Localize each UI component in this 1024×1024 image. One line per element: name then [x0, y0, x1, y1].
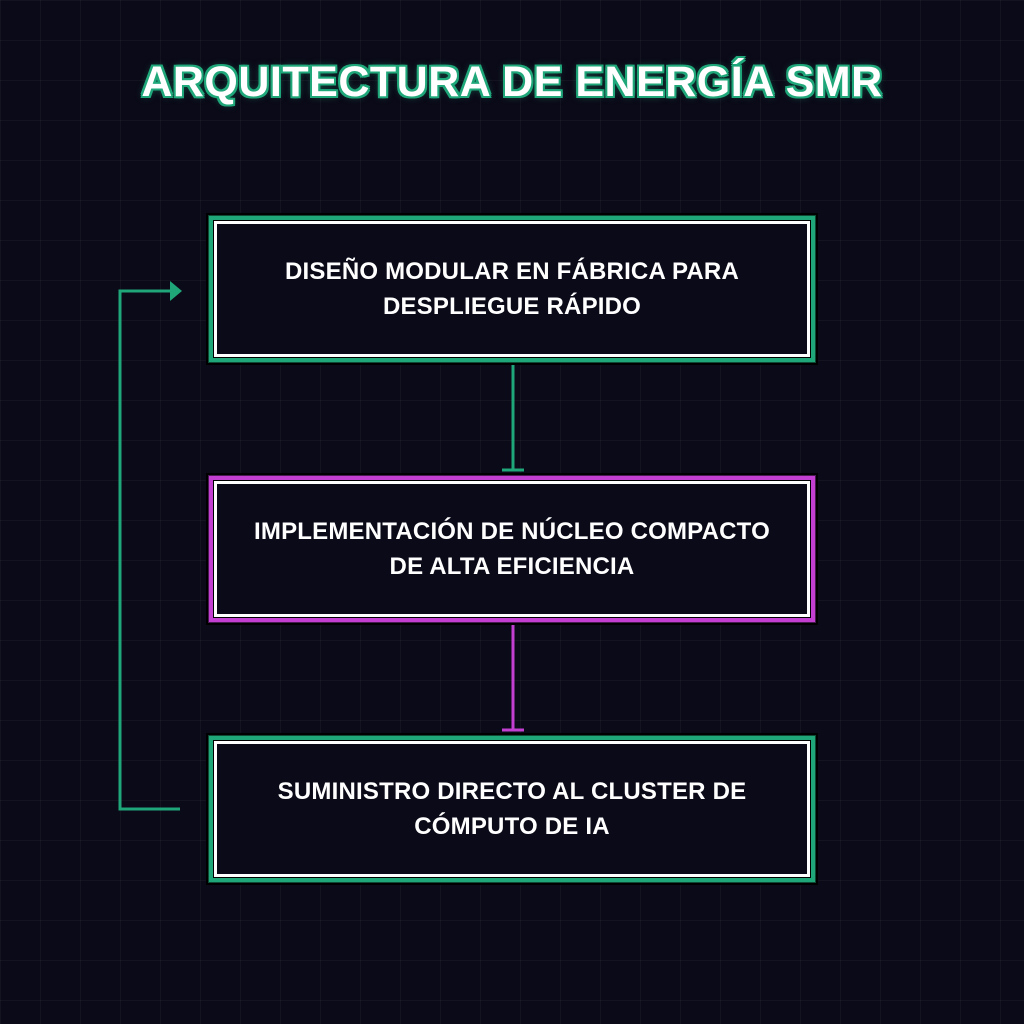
node-modular-design-box: DISEÑO MODULAR EN FÁBRICA PARA DESPLIEGU… — [214, 221, 810, 357]
node-direct-supply-line1: SUMINISTRO DIRECTO AL CLUSTER DE — [277, 778, 747, 805]
diagram-title: ARQUITECTURA DE ENERGÍA SMR — [141, 58, 883, 106]
edge-loop-back — [118, 289, 180, 811]
node-compact-core-label: IMPLEMENTACIÓN DE NÚCLEO COMPACTO DE ALT… — [240, 514, 784, 584]
loop-back-arrowhead — [170, 281, 182, 301]
node-compact-core: IMPLEMENTACIÓN DE NÚCLEO COMPACTO DE ALT… — [208, 475, 816, 623]
node-modular-design-line1: DISEÑO MODULAR EN FÁBRICA PARA — [285, 258, 739, 285]
node-compact-core-line2: DE ALTA EFICIENCIA — [389, 553, 635, 580]
node-direct-supply-box: SUMINISTRO DIRECTO AL CLUSTER DE CÓMPUTO… — [214, 741, 810, 877]
node-direct-supply: SUMINISTRO DIRECTO AL CLUSTER DE CÓMPUTO… — [208, 735, 816, 883]
node-modular-design: DISEÑO MODULAR EN FÁBRICA PARA DESPLIEGU… — [208, 215, 816, 363]
node-modular-design-label: DISEÑO MODULAR EN FÁBRICA PARA DESPLIEGU… — [271, 254, 753, 324]
node-compact-core-box: IMPLEMENTACIÓN DE NÚCLEO COMPACTO DE ALT… — [214, 481, 810, 617]
node-modular-design-line2: DESPLIEGUE RÁPIDO — [382, 293, 642, 320]
node-compact-core-line1: IMPLEMENTACIÓN DE NÚCLEO COMPACTO — [254, 518, 770, 545]
node-direct-supply-line2: CÓMPUTO DE IA — [414, 813, 610, 840]
node-direct-supply-label: SUMINISTRO DIRECTO AL CLUSTER DE CÓMPUTO… — [264, 774, 761, 844]
